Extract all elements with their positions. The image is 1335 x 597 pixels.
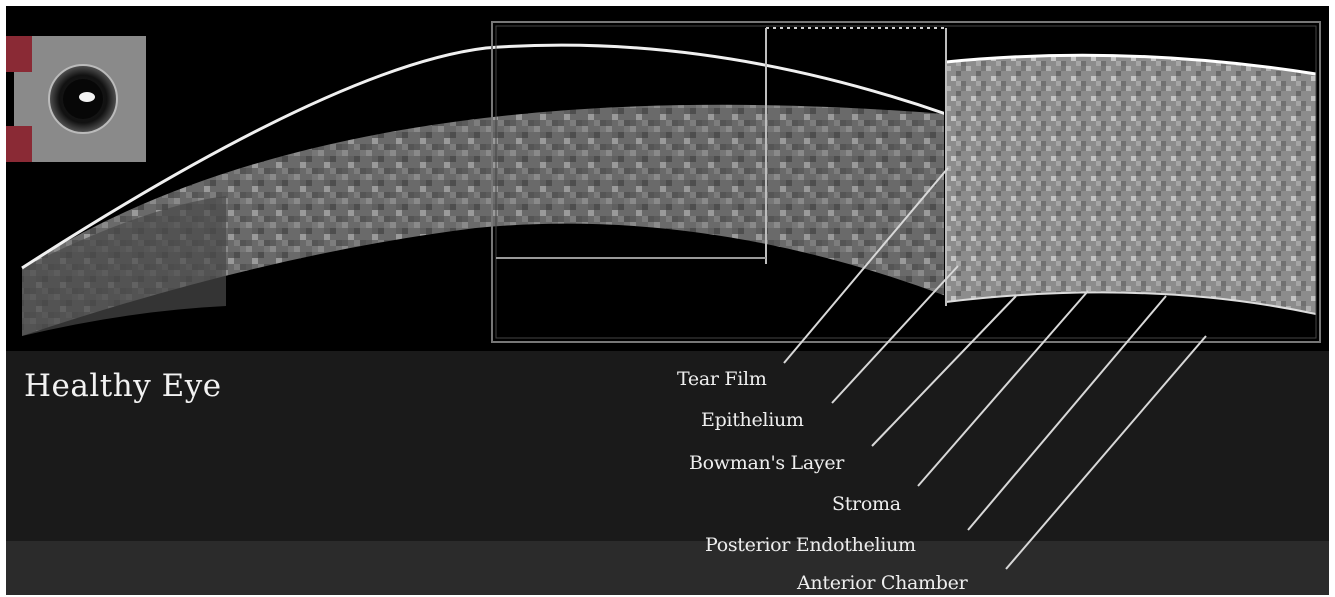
label-posterior-endothelium: Posterior Endothelium (705, 534, 916, 556)
label-bowmans-layer: Bowman's Layer (689, 452, 844, 474)
label-tear-film: Tear Film (677, 368, 767, 390)
figure-title: Healthy Eye (24, 368, 222, 404)
label-stroma: Stroma (832, 493, 901, 515)
magnified-cornea-inset (946, 55, 1316, 314)
label-anterior-chamber: Anterior Chamber (797, 572, 967, 594)
label-epithelium: Epithelium (701, 409, 804, 431)
eye-thumbnail (6, 36, 146, 162)
figure-frame: Healthy Eye Tear Film Epithelium Bowman'… (6, 6, 1329, 595)
cornea-cross-section-image (6, 6, 1329, 595)
